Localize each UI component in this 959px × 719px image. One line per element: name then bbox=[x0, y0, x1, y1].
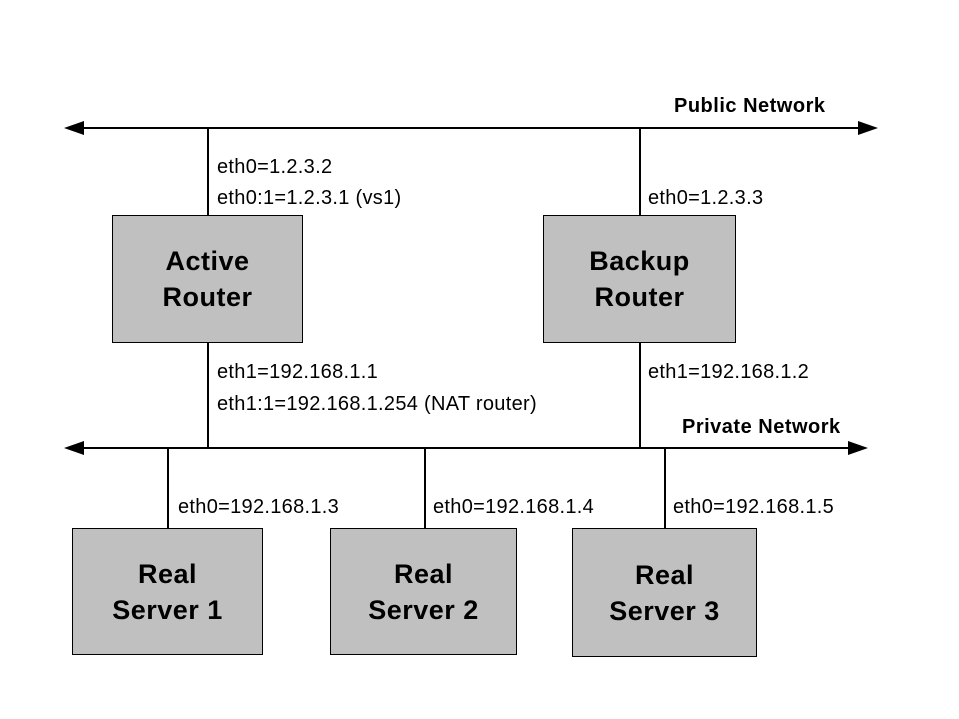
real-server-3-node: Real Server 3 bbox=[572, 528, 757, 657]
connector-public-backup-router bbox=[639, 129, 641, 216]
active-router-eth0-label: eth0=1.2.3.2 bbox=[217, 156, 333, 178]
active-router-eth1-1-label: eth1:1=192.168.1.254 (NAT router) bbox=[217, 393, 537, 415]
active-router-eth0-1-label: eth0:1=1.2.3.1 (vs1) bbox=[217, 187, 402, 209]
backup-router-node: Backup Router bbox=[543, 215, 736, 343]
active-router-node-label: Active Router bbox=[162, 246, 253, 312]
connector-private-real-server-2 bbox=[424, 449, 426, 529]
arrow-left-icon bbox=[64, 441, 84, 455]
backup-router-eth0-label: eth0=1.2.3.3 bbox=[648, 187, 764, 209]
real-server-1-node: Real Server 1 bbox=[72, 528, 263, 655]
backup-router-eth1-label: eth1=192.168.1.2 bbox=[648, 361, 810, 383]
active-router-node: Active Router bbox=[112, 215, 303, 343]
public-network-label: Public Network bbox=[674, 95, 826, 117]
real-server-2-node: Real Server 2 bbox=[330, 528, 517, 655]
public-network-line bbox=[78, 127, 864, 129]
real-server-3-eth0-label: eth0=192.168.1.5 bbox=[673, 496, 835, 518]
real-server-1-eth0-label: eth0=192.168.1.3 bbox=[178, 496, 340, 518]
active-router-eth1-label: eth1=192.168.1.1 bbox=[217, 361, 379, 383]
connector-private-real-server-3 bbox=[664, 449, 666, 529]
arrow-right-icon bbox=[858, 121, 878, 135]
arrow-right-icon bbox=[848, 441, 868, 455]
connector-private-backup-router bbox=[639, 342, 641, 448]
real-server-3-node-label: Real Server 3 bbox=[609, 559, 720, 626]
real-server-2-node-label: Real Server 2 bbox=[368, 558, 479, 625]
connector-private-active-router bbox=[207, 342, 209, 448]
backup-router-node-label: Backup Router bbox=[589, 246, 690, 312]
connector-public-active-router bbox=[207, 129, 209, 216]
real-server-1-node-label: Real Server 1 bbox=[112, 558, 223, 625]
private-network-label: Private Network bbox=[682, 416, 841, 438]
private-network-line bbox=[78, 447, 854, 449]
connector-private-real-server-1 bbox=[167, 449, 169, 529]
arrow-left-icon bbox=[64, 121, 84, 135]
real-server-2-eth0-label: eth0=192.168.1.4 bbox=[433, 496, 595, 518]
